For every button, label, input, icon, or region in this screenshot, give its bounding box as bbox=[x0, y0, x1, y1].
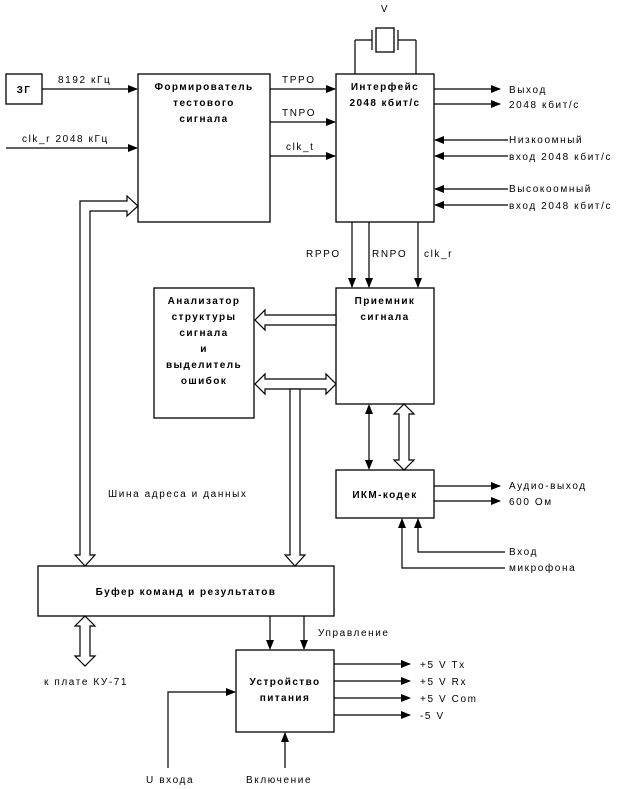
power-on-label: Включение bbox=[246, 775, 312, 786]
mic-in-link: Вход микрофона bbox=[398, 518, 576, 574]
zg-block: ЗГ bbox=[5, 73, 43, 105]
bus-label: Шина адреса и данных bbox=[108, 489, 247, 500]
mic-in-line-1: Вход bbox=[509, 547, 538, 558]
buffer-label: Буфер команд и результатов bbox=[96, 586, 277, 598]
control-link: Управление bbox=[266, 616, 390, 650]
receiver-line-2: сигнала bbox=[360, 312, 409, 323]
former-line-1: Формирователь bbox=[154, 82, 253, 93]
tppo-label: TPPO bbox=[282, 75, 316, 86]
receiver-codec-link bbox=[365, 404, 373, 470]
ku71-bus-arrow bbox=[73, 615, 97, 667]
analyzer-line-4: и bbox=[200, 344, 208, 355]
interface-block: Интерфейс 2048 кбит/с bbox=[335, 73, 435, 223]
tnpo-link: TNPO bbox=[270, 108, 336, 126]
clk-r-label: clk_r bbox=[424, 249, 453, 260]
receiver-analyzer-arrow bbox=[254, 308, 337, 332]
freq-8192-link: 8192 кГц bbox=[42, 75, 138, 93]
receiver-line-1: Приемник bbox=[355, 296, 416, 307]
rppo-label: RPPO bbox=[306, 249, 341, 260]
analyzer-line-1: Анализатор bbox=[168, 296, 241, 307]
high-imp-line-1: Высокоомный bbox=[509, 184, 592, 195]
clk-r-in-label: clk_r 2048 кГц bbox=[22, 134, 109, 145]
power-on-link: Включение bbox=[246, 732, 312, 786]
analyzer-line-2: структуры bbox=[172, 312, 237, 323]
rail-3: +5 V Com bbox=[420, 694, 478, 705]
analyzer-receiver-bus-arrow bbox=[254, 372, 337, 396]
analyzer-line-5: выделитель bbox=[166, 360, 242, 371]
low-imp-line-2: вход 2048 кбит/с bbox=[509, 151, 612, 163]
v-in-label: U входа bbox=[146, 775, 194, 786]
analyzer-block: Анализатор структуры сигнала и выделител… bbox=[153, 287, 255, 419]
v-in-link: U входа bbox=[146, 688, 236, 786]
clk-t-label: clk_t bbox=[286, 142, 315, 153]
power-line-2: питания bbox=[260, 693, 310, 704]
zg-label: ЗГ bbox=[17, 85, 32, 96]
clk-r-link: clk_r bbox=[414, 222, 453, 288]
former-line-3: сигнала bbox=[179, 114, 228, 125]
out-2048-line-1: Выход bbox=[509, 85, 547, 96]
power-line-1: Устройство bbox=[250, 677, 321, 688]
out-2048-line-2: 2048 кбит/с bbox=[509, 99, 580, 111]
crystal-label: V bbox=[381, 4, 389, 15]
mic-in-line-2: микрофона bbox=[509, 562, 576, 574]
interface-line-2: 2048 кбит/с bbox=[350, 97, 421, 109]
audio-out-line-1: Аудио-выход bbox=[509, 481, 587, 492]
audio-out-link: Аудио-выход 600 Ом bbox=[434, 481, 587, 508]
bus-to-buffer-arrow bbox=[283, 388, 307, 567]
rnpo-label: RNPO bbox=[372, 249, 407, 260]
high-imp-line-2: вход 2048 кбит/с bbox=[509, 200, 612, 212]
freq-8192-label: 8192 кГц bbox=[58, 75, 111, 86]
analyzer-line-3: сигнала bbox=[179, 328, 228, 339]
ku71-label: к плате КУ-71 bbox=[44, 677, 128, 688]
low-imp-link: Низкоомный вход 2048 кбит/с bbox=[434, 135, 612, 163]
power-block: Устройство питания bbox=[235, 649, 335, 733]
analyzer-line-6: ошибок bbox=[181, 375, 227, 387]
crystal-symbol: V bbox=[354, 4, 417, 74]
rail-1: +5 V Tx bbox=[420, 660, 466, 671]
former-block: Формирователь тестового сигнала bbox=[137, 73, 271, 223]
buffer-block: Буфер команд и результатов bbox=[37, 565, 335, 617]
clk-r-in-link: clk_r 2048 кГц bbox=[6, 134, 138, 152]
power-rails: +5 V Tx +5 V Rx +5 V Com -5 V bbox=[334, 660, 478, 722]
audio-out-line-2: 600 Ом bbox=[509, 497, 553, 508]
bus-to-former-arrow bbox=[73, 194, 139, 567]
tnpo-label: TNPO bbox=[282, 108, 316, 119]
rail-4: -5 V bbox=[420, 711, 445, 722]
interface-line-1: Интерфейс bbox=[351, 81, 419, 93]
rail-2: +5 V Rx bbox=[420, 677, 467, 688]
codec-block: ИКМ-кодек bbox=[335, 469, 435, 519]
rnpo-link: RNPO bbox=[365, 222, 407, 288]
high-imp-link: Высокоомный вход 2048 кбит/с bbox=[434, 184, 612, 212]
clk-t-link: clk_t bbox=[270, 142, 336, 160]
receiver-codec-bus-arrow bbox=[392, 403, 416, 471]
out-2048-link: Выход 2048 кбит/с bbox=[434, 85, 580, 111]
control-label: Управление bbox=[318, 628, 390, 639]
receiver-block: Приемник сигнала bbox=[335, 287, 435, 405]
low-imp-line-1: Низкоомный bbox=[509, 135, 583, 146]
former-line-2: тестового bbox=[173, 98, 235, 109]
codec-label: ИКМ-кодек bbox=[352, 490, 417, 501]
rppo-link: RPPO bbox=[306, 222, 356, 288]
tppo-link: TPPO bbox=[270, 75, 336, 93]
